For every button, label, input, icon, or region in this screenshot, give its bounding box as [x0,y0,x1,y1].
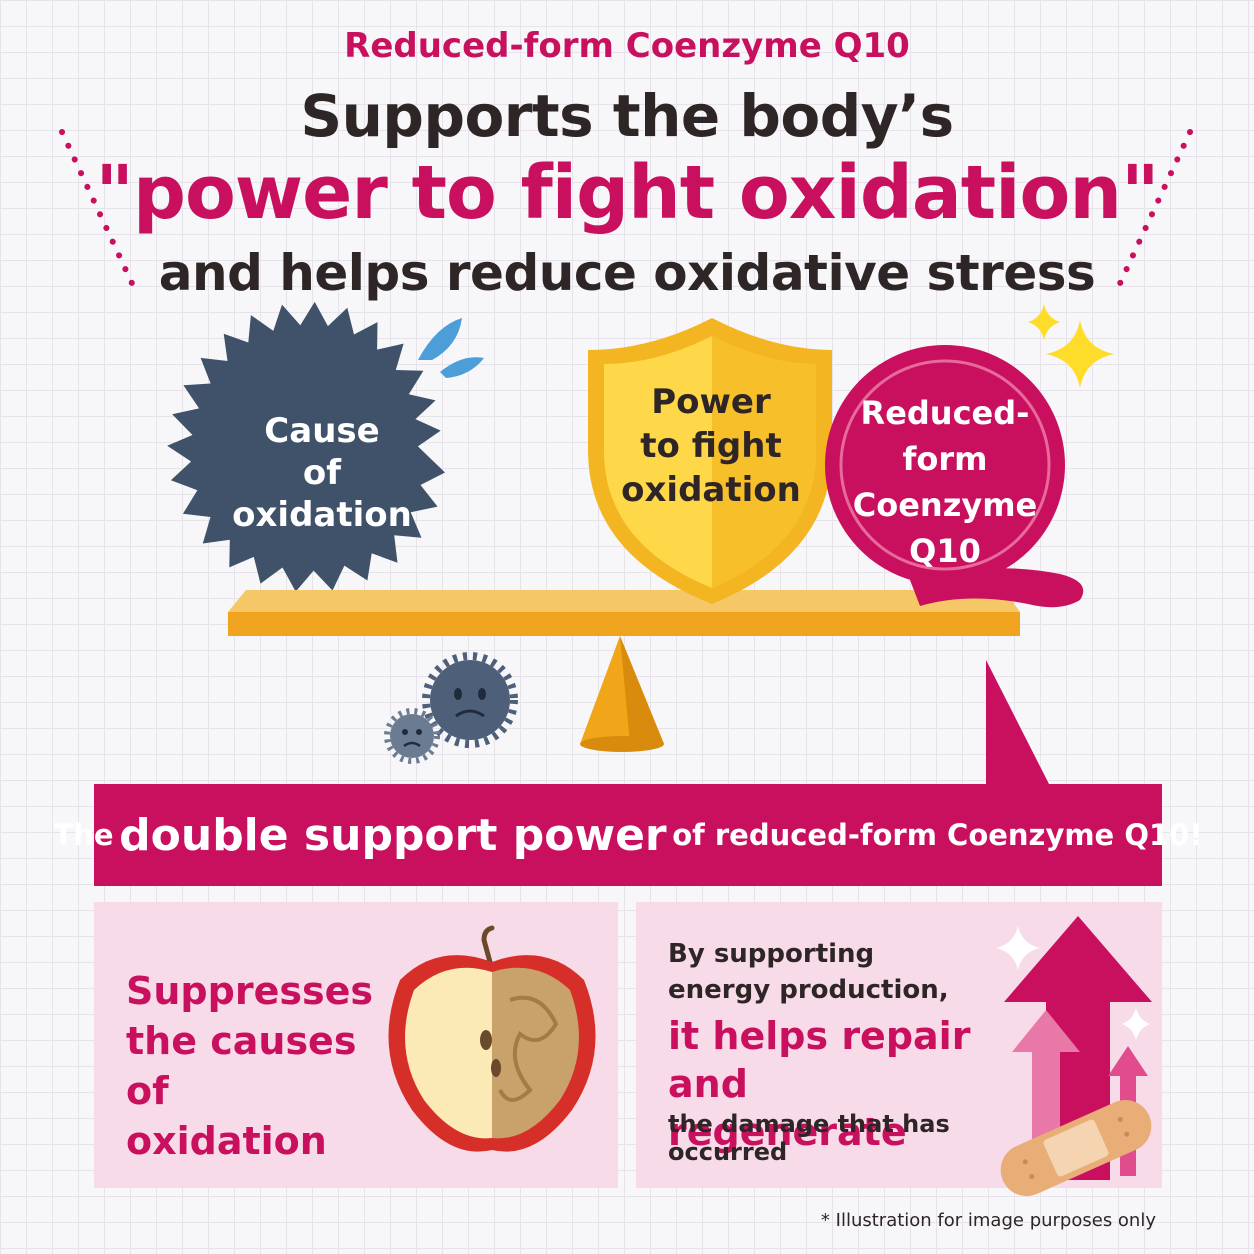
sad-molecule-large-icon [422,652,518,748]
q10-ball-icon [825,345,1084,608]
seesaw-scale [228,590,1020,752]
headline-line-1: Supports the body’s [300,82,954,150]
headline-line-2: "power to fight oxidation" [95,150,1159,236]
sweat-drop-icon [418,318,484,378]
sad-molecule-small-icon [384,708,440,764]
footnote: * Illustration for image purposes only [820,1210,1156,1231]
right-panel-emphasis: it helps repair and regenerate [668,1014,971,1154]
left-panel-text: Suppresses the causes of oxidation [126,969,373,1163]
banner-suffix: of reduced-form Coenzyme Q10! [672,818,1203,852]
shield-icon [588,318,832,604]
sparkle-gold-small-icon [1028,304,1060,340]
bandage-icon [1000,1100,1152,1196]
arrow-up-medium-icon [1012,1010,1080,1180]
right-panel-outro: the damage that has occurred [668,1110,950,1166]
oxidation-burst-icon [167,301,445,592]
dotted-line-left [59,129,139,295]
banner-pointer [986,660,1050,786]
double-support-banner: The double support power of reduced-form… [53,784,1203,886]
sparkle-white-small-icon [1122,1008,1150,1040]
arrow-up-large-icon [1004,916,1152,1180]
banner-emphasis: double support power [119,809,667,861]
apple-icon [388,925,596,1152]
q10-ball-label: Reduced-form Coenzyme Q10 [852,394,1038,570]
dotted-line-right [1113,129,1193,295]
sparkle-white-large-icon [996,926,1040,970]
shield-label: Power to fight oxidation [621,382,801,510]
headline-line-3: and helps reduce oxidative stress [158,244,1096,302]
cause-of-oxidation-label: Cause of oxidation [232,411,412,535]
subtitle: Reduced-form Coenzyme Q10 [344,26,910,66]
banner-prefix: The [53,818,114,852]
sparkle-gold-large-icon [1046,320,1114,388]
right-panel-intro: By supporting energy production, [668,939,949,1005]
